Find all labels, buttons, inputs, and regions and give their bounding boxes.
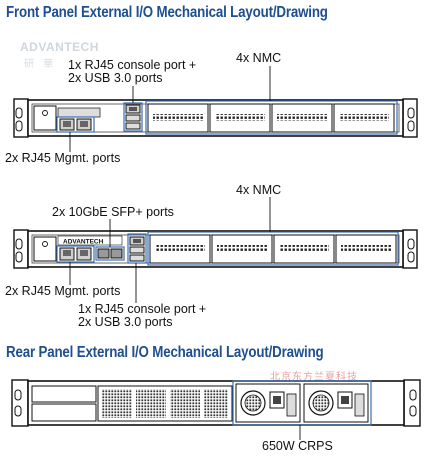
d2-mgmt-label: 2x RJ45 Mgmt. ports [5, 284, 121, 298]
d2-console-label-line1: 1x RJ45 console port + [78, 302, 207, 316]
d1-console-label-line1: 1x RJ45 console port + [68, 58, 197, 72]
device-1-front-panel [13, 66, 418, 152]
rear-panel-title: Rear Panel External I/O Mechanical Layou… [6, 344, 324, 361]
d1-mgmt-label: 2x RJ45 Mgmt. ports [5, 151, 121, 165]
d2-panel-logo: ADVANTECH [63, 239, 104, 246]
d1-console-label-line2: 2x USB 3.0 ports [68, 71, 163, 85]
watermark-chinese: 研 華 [24, 59, 57, 70]
watermark-logo: ADVANTECH [20, 40, 99, 54]
d2-nmc-label: 4x NMC [236, 183, 282, 197]
front-panel-title: Front Panel External I/O Mechanical Layo… [6, 4, 328, 21]
d3-rack-ear-right [403, 379, 421, 427]
d3-psu-label: 650W CRPS [262, 439, 333, 453]
d2-console-label-line2: 2x USB 3.0 ports [78, 315, 173, 329]
device-2-front-panel: ADVANTECH [13, 197, 418, 303]
d2-sfp-label: 2x 10GbE SFP+ ports [52, 205, 174, 219]
d3-rack-ear-left [11, 379, 29, 427]
device-3-rear-panel [11, 379, 421, 440]
d1-nmc-label: 4x NMC [236, 51, 282, 65]
watermark-red-text: 北京东方兰夏科技 [270, 372, 358, 383]
